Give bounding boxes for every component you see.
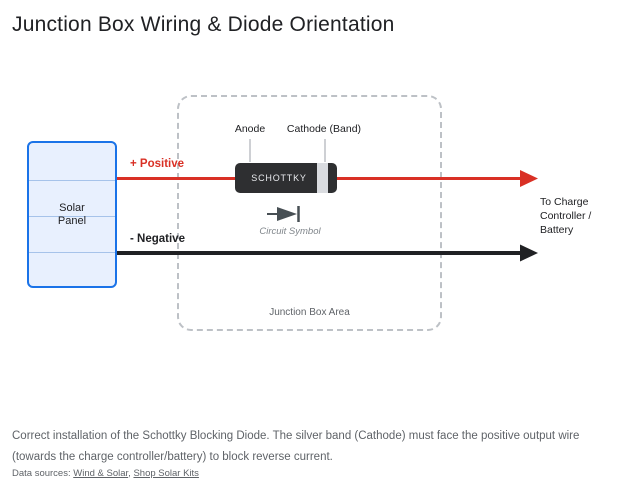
junction-box-area: [177, 95, 442, 331]
page-title: Junction Box Wiring & Diode Orientation: [12, 13, 395, 36]
solar-panel-label-line1: Solar: [59, 201, 85, 214]
anode-label: Anode: [234, 123, 266, 135]
data-sources: Data sources: Wind & Solar, Shop Solar K…: [12, 468, 199, 479]
source-link-wind-solar[interactable]: Wind & Solar: [73, 468, 129, 479]
schottky-diode: SCHOTTKY: [235, 163, 337, 193]
cathode-band: [317, 163, 328, 193]
destination-line1: To Charge: [540, 196, 589, 208]
cathode-label: Cathode (Band): [286, 123, 362, 135]
destination-line3: Battery: [540, 224, 574, 236]
negative-arrowhead-icon: [520, 244, 538, 262]
negative-wire-label: - Negative: [130, 233, 185, 245]
sources-prefix: Data sources:: [12, 468, 74, 479]
sources-separator: ,: [128, 468, 134, 479]
caption-text: Correct installation of the Schottky Blo…: [12, 430, 580, 463]
destination-label: To Charge Controller / Battery: [540, 195, 591, 237]
panel-cell-divider: [29, 180, 115, 181]
destination-line2: Controller /: [540, 210, 592, 222]
panel-cell-divider: [29, 252, 115, 253]
positive-wire-label: + Positive: [130, 158, 185, 170]
panel-cell-divider: [29, 216, 115, 217]
circuit-symbol-caption: Circuit Symbol: [259, 226, 321, 237]
diode-body-label: SCHOTTKY: [251, 173, 307, 183]
positive-arrowhead-icon: [520, 170, 538, 187]
solar-panel-label-line2: Panel: [57, 214, 87, 227]
junction-box-label: Junction Box Area: [269, 307, 350, 318]
solar-panel: Solar Panel: [27, 141, 117, 288]
source-link-shop-solar-kits[interactable]: Shop Solar Kits: [133, 468, 199, 479]
solar-panel-label: Solar Panel: [29, 143, 115, 286]
